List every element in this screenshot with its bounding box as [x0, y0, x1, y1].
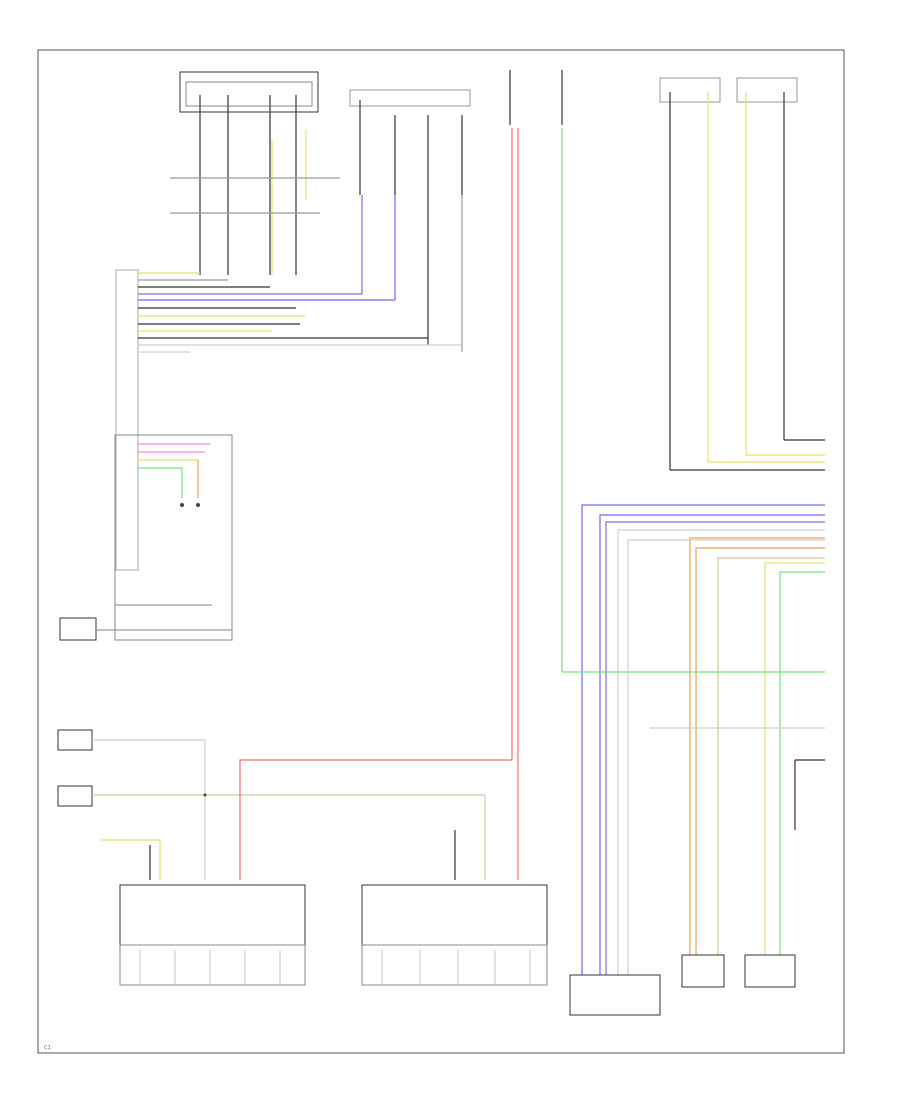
- top-right-switches: [659, 77, 825, 471]
- left-connector-pins: [115, 195, 462, 571]
- connector-symbols: [180, 503, 207, 797]
- bottom-right-modules: [569, 954, 796, 1016]
- diagram-frame: [37, 49, 845, 1054]
- lower-left-switches: [57, 729, 486, 880]
- lower-mid-module: [361, 830, 548, 986]
- red-feed-wire: [239, 759, 512, 880]
- right-bus-wires: [562, 504, 825, 975]
- footer-code: C1: [44, 1045, 51, 1051]
- ignition-switch-area: [509, 70, 563, 880]
- left-mid-module: [59, 434, 233, 641]
- top-left-switch-block: [170, 71, 340, 275]
- lower-left-module: [119, 884, 306, 986]
- top-middle-connector: [349, 89, 471, 352]
